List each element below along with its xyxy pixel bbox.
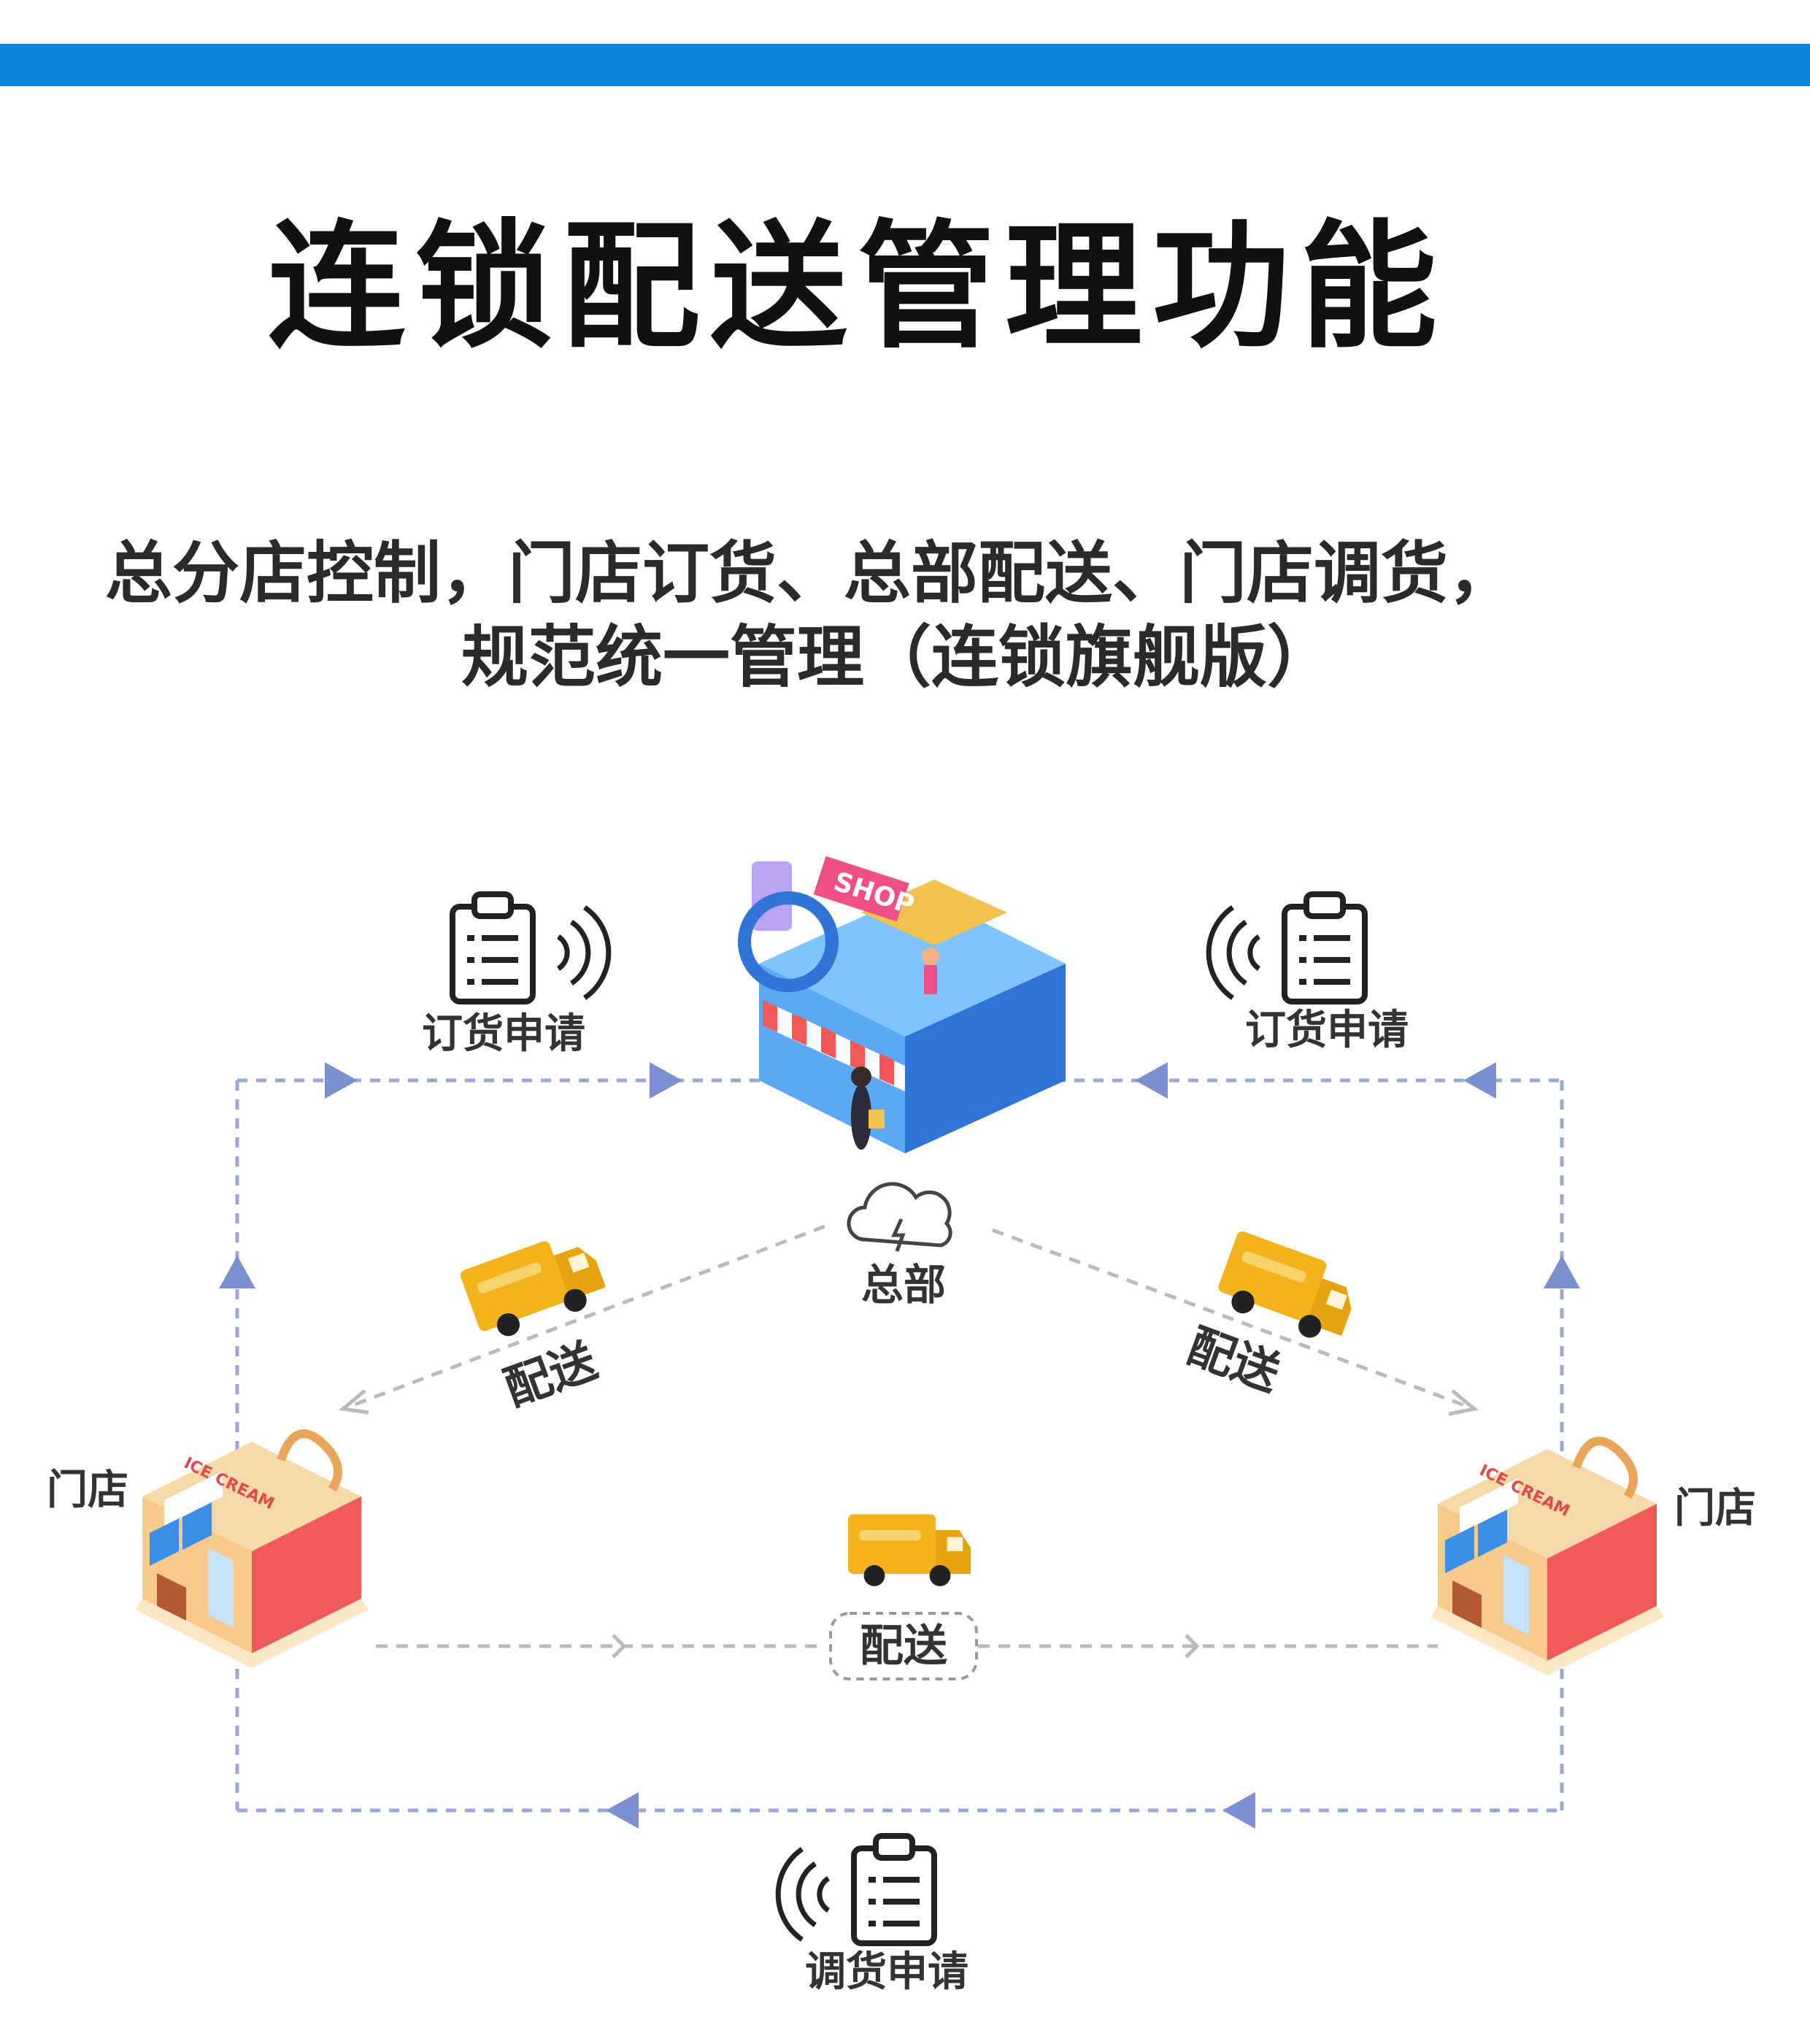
flow-arrow xyxy=(1135,1062,1168,1099)
delivery-line-left xyxy=(342,1224,825,1411)
store-right-illustration xyxy=(1430,1441,1664,1675)
subtitle-line-2: 规范统一管理（连锁旗舰版） xyxy=(461,618,1334,696)
delivery-left-label: 配送 xyxy=(498,1334,604,1416)
delivery-bottom-pill xyxy=(829,1612,978,1680)
store-left-label: 门店 xyxy=(47,1467,128,1514)
signal-waves-icon xyxy=(1209,907,1259,998)
delivery-arrow-mid xyxy=(1185,1634,1200,1659)
signal-waves-icon xyxy=(558,907,609,998)
truck-icon xyxy=(1212,1229,1364,1349)
flow-arrow xyxy=(1222,1792,1255,1829)
top-accent-bar xyxy=(0,44,1810,86)
clipboard-icon xyxy=(854,1836,934,1943)
hq-shop-illustration: SHOP xyxy=(738,856,1066,1153)
delivery-arrow-left xyxy=(339,1389,369,1415)
store-left-illustration xyxy=(135,1434,369,1668)
truck-icon xyxy=(458,1226,611,1345)
signal-waves-icon xyxy=(778,1849,828,1940)
subtitle-line-1: 总分店控制，门店订货、总部配送、门店调货， xyxy=(104,534,1515,612)
truck-icon xyxy=(848,1514,971,1586)
flow-arrow xyxy=(325,1062,358,1099)
delivery-arrow-mid xyxy=(612,1634,627,1659)
clipboard-icon xyxy=(1285,894,1365,1002)
order-request-left-label: 订货申请 xyxy=(422,1010,585,1058)
flow-arrow xyxy=(606,1792,639,1829)
hq-label: 总部 xyxy=(861,1260,946,1310)
transfer-request-label: 调货申请 xyxy=(805,1948,968,1996)
store-right-label: 门店 xyxy=(1674,1485,1756,1532)
clipboard-icon xyxy=(452,894,533,1002)
delivery-arrow-right xyxy=(1448,1389,1479,1416)
delivery-bottom-label: 配送 xyxy=(860,1621,947,1672)
flow-arrow xyxy=(219,1256,255,1288)
order-request-right-label: 订货申请 xyxy=(1245,1007,1409,1054)
flow-arrow xyxy=(650,1062,682,1099)
cloud-icon xyxy=(849,1184,950,1251)
flow-arrow xyxy=(1463,1062,1496,1099)
flow-arrow xyxy=(1544,1256,1580,1288)
page-title: 连锁配送管理功能 xyxy=(268,207,1447,367)
delivery-line-right xyxy=(992,1228,1475,1411)
